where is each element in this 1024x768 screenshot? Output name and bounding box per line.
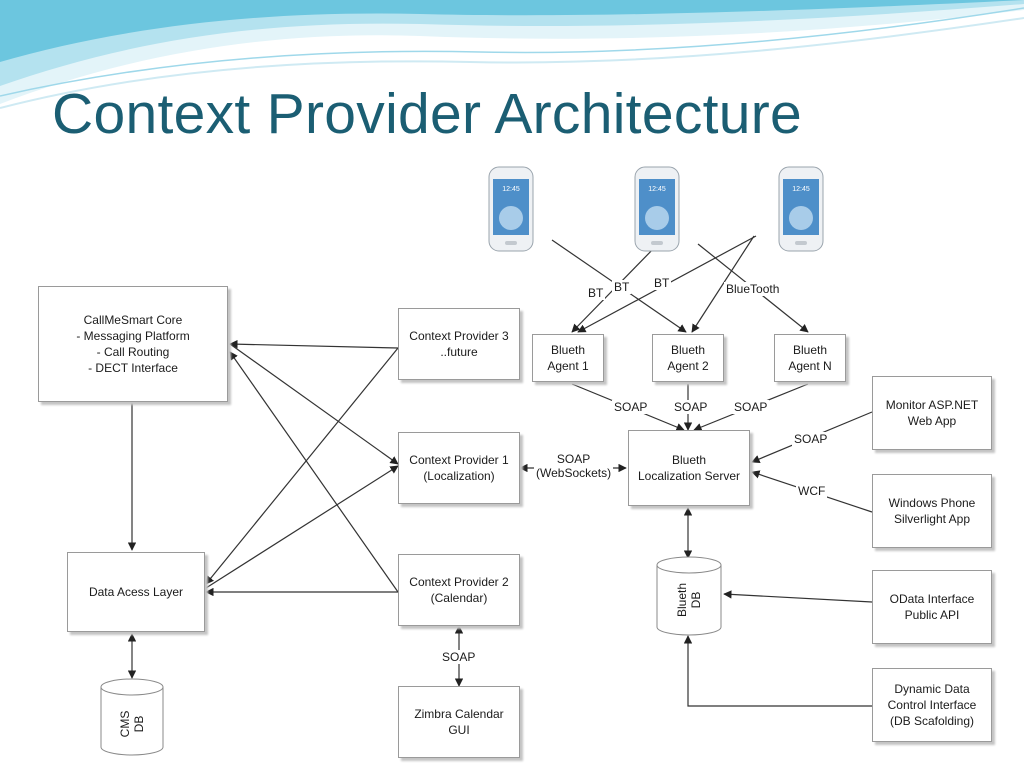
slide-title: Context Provider Architecture xyxy=(52,82,803,146)
node-dynamic-data-interface: Dynamic Data Control Interface (DB Scafo… xyxy=(872,668,992,742)
edge-cp3-data-access xyxy=(205,347,399,585)
node-blueth-agent-1: Blueth Agent 1 xyxy=(532,334,604,382)
label-soap-websockets: SOAP (WebSockets) xyxy=(534,452,614,480)
node-cms-db: CMS DB xyxy=(100,678,164,756)
node-context-provider-3: Context Provider 3 ..future xyxy=(398,308,520,380)
node-blueth-agent-2: Blueth Agent 2 xyxy=(652,334,724,382)
node-data-access-layer: Data Acess Layer xyxy=(67,552,205,632)
label-soap-agent-2: SOAP xyxy=(672,400,710,414)
diagram-connectors xyxy=(127,235,873,707)
node-monitor-web-app: Monitor ASP.NET Web App xyxy=(872,376,992,450)
label-soap-agent-1: SOAP xyxy=(612,400,650,414)
phone-3-time: 12:45 xyxy=(792,186,810,193)
node-windows-phone-app: Windows Phone Silverlight App xyxy=(872,474,992,548)
edge-data-access-cp1 xyxy=(205,465,399,589)
node-blueth-db: Blueth DB xyxy=(656,556,722,636)
label-soap-monitor: SOAP xyxy=(792,432,830,446)
label-bt-3: BT xyxy=(652,276,672,290)
label-bluetooth: BlueTooth xyxy=(724,282,782,296)
phone-1-time: 12:45 xyxy=(502,186,520,193)
node-odata-interface: OData Interface Public API xyxy=(872,570,992,644)
smartphone-icon-2: 12:45 xyxy=(634,166,680,252)
smartphone-icon-1: 12:45 xyxy=(488,166,534,252)
edge-core-cp1 xyxy=(229,343,399,465)
node-context-provider-2: Context Provider 2 (Calendar) xyxy=(398,554,520,626)
node-context-provider-1: Context Provider 1 (Localization) xyxy=(398,432,520,504)
edge-phone3-agent2 xyxy=(691,235,755,333)
header-wave-decoration xyxy=(0,0,1024,109)
edge-odata-blueth-db xyxy=(723,590,873,603)
smartphone-icon-3: 12:45 xyxy=(778,166,824,252)
node-blueth-localization-server: Blueth Localization Server xyxy=(628,430,750,506)
label-bt-1: BT xyxy=(586,286,606,300)
edge-dynamic-data-blueth-db xyxy=(683,635,872,707)
phone-2-time: 12:45 xyxy=(648,186,666,193)
label-soap-zimbra: SOAP xyxy=(440,650,478,664)
edge-cp3-core xyxy=(229,339,399,349)
label-soap-agent-n: SOAP xyxy=(732,400,770,414)
node-blueth-agent-n: Blueth Agent N xyxy=(774,334,846,382)
node-callmesmart-core: CallMeSmart Core - Messaging Platform - … xyxy=(38,286,228,402)
node-zimbra-calendar-gui: Zimbra Calendar GUI xyxy=(398,686,520,758)
label-bt-2: BT xyxy=(612,280,632,294)
label-wcf: WCF xyxy=(796,484,828,498)
edge-cp2-core xyxy=(229,351,399,593)
architecture-diagram: 12:45 12:45 12:45 CallMeSmart Core - Mes… xyxy=(38,166,1004,768)
